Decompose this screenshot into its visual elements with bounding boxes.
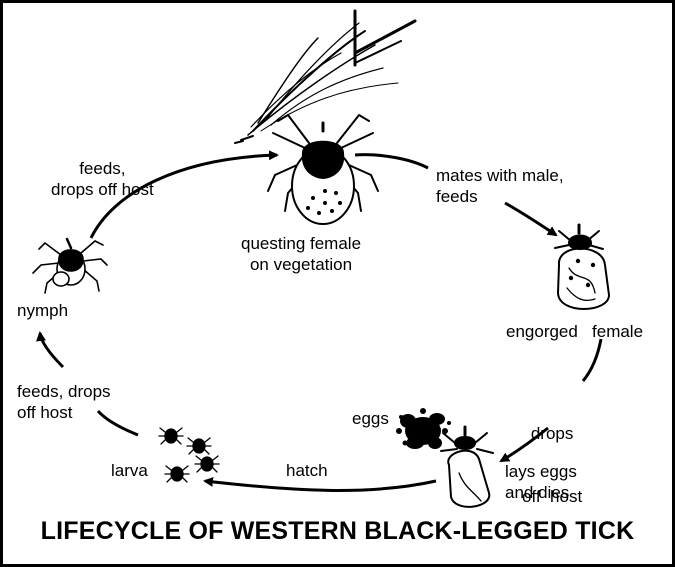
label-lays-eggs-and-dies: lays eggs and dies [505, 461, 577, 503]
egg-mass-drawing [396, 408, 451, 449]
label-feeds-drops-off-host-left: feeds, drops off host [17, 381, 111, 423]
label-larva: larva [111, 460, 148, 481]
label-mates-with-male: mates with male, feeds [436, 165, 564, 207]
arrow-mates-to-engorged [505, 203, 556, 235]
label-eggs: eggs [352, 408, 389, 429]
label-engorged-female: engorged female [506, 321, 643, 342]
larva-tick-drawing [159, 428, 219, 482]
label-nymph: nymph [17, 300, 68, 321]
arrow-lays-to-larva [205, 481, 436, 490]
arrow-feeds-to-nymph [40, 333, 63, 367]
engorged-female-tick-drawing [555, 225, 609, 309]
egg-laying-female-tick-drawing [441, 427, 493, 507]
questing-female-tick-drawing [268, 115, 378, 224]
arrow-female-to-mates [355, 155, 428, 168]
arrow-engorged-to-drops [583, 339, 601, 381]
label-questing-female: questing female on vegetation [241, 233, 361, 275]
diagram-title: LIFECYCLE OF WESTERN BLACK-LEGGED TICK [3, 517, 672, 546]
label-feeds-drops-off-host-top: feeds, drops off host [51, 158, 154, 200]
label-hatch: hatch [286, 460, 328, 481]
vegetation-grass-drawing [235, 11, 415, 143]
nymph-tick-drawing [33, 239, 107, 293]
